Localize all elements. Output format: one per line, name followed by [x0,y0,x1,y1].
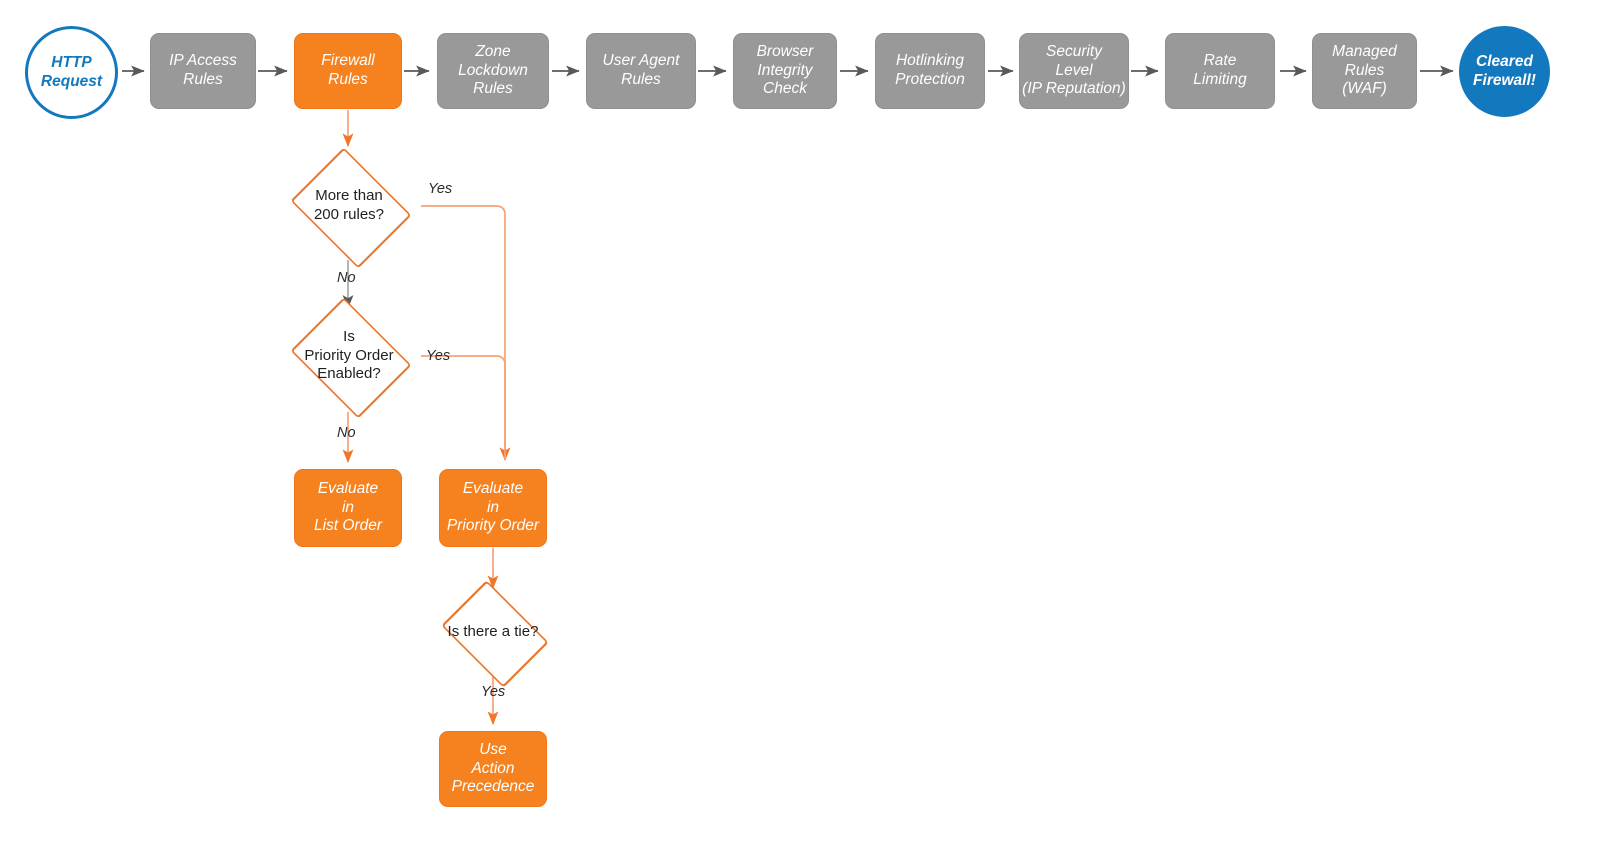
node-use-action-precedence[interactable]: Use Action Precedence [439,731,547,807]
node-evaluate-in-priority-order[interactable]: Evaluate in Priority Order [439,469,547,547]
node-is-there-a-tie-label: Is there a tie? [447,622,539,640]
node-ip-access-rules[interactable]: IP Access Rules [150,33,256,109]
edge-label-no-priority-order: No [337,425,356,441]
node-use-action-precedence-label: Use Action Precedence [451,740,535,796]
node-ip-access-rules-label: IP Access Rules [169,52,237,88]
node-is-there-a-tie[interactable]: Is there a tie? [427,580,559,688]
node-managed-rules-waf-label: Managed Rules (WAF) [1332,42,1397,98]
edge-label-no-more-than-200: No [337,270,356,286]
node-zone-lockdown-rules-label: Zone Lockdown Rules [458,42,528,98]
node-cleared-firewall-label: Cleared Firewall! [1473,52,1536,89]
edge-decision200-yes [421,205,511,462]
node-firewall-rules[interactable]: Firewall Rules [294,33,402,109]
node-security-level-label: Security Level (IP Reputation) [1022,42,1126,98]
node-hotlinking-protection[interactable]: Hotlinking Protection [875,33,985,109]
node-rate-limiting-label: Rate Limiting [1193,52,1247,88]
node-evaluate-in-priority-order-label: Evaluate in Priority Order [446,479,540,535]
edge-label-yes-tie: Yes [481,684,505,700]
edge-priorityorder-yes [421,355,506,460]
edge-label-text: Yes [481,684,506,700]
node-is-priority-order-enabled-label: Is Priority Order Enabled? [304,327,394,383]
node-zone-lockdown-rules[interactable]: Zone Lockdown Rules [437,33,549,109]
node-rate-limiting[interactable]: Rate Limiting [1165,33,1275,109]
edge-label-text: Yes [428,181,453,197]
edge-label-yes-more-than-200: Yes [428,181,452,197]
node-firewall-rules-label: Firewall Rules [321,52,375,88]
node-browser-integrity-check[interactable]: Browser Integrity Check [733,33,837,109]
node-evaluate-in-list-order-label: Evaluate in List Order [313,479,383,535]
edge-label-text: No [337,270,356,286]
node-managed-rules-waf[interactable]: Managed Rules (WAF) [1312,33,1417,109]
node-browser-integrity-check-label: Browser Integrity Check [756,42,814,98]
edge-label-text: Yes [426,348,451,364]
node-http-request[interactable]: HTTP Request [25,26,118,119]
node-user-agent-rules-label: User Agent Rules [602,52,680,88]
node-evaluate-in-list-order[interactable]: Evaluate in List Order [294,469,402,547]
node-hotlinking-protection-label: Hotlinking Protection [895,52,965,88]
node-http-request-label: HTTP Request [40,53,103,90]
node-cleared-firewall[interactable]: Cleared Firewall! [1459,26,1550,117]
edge-label-yes-priority-order: Yes [426,348,450,364]
node-is-priority-order-enabled[interactable]: Is Priority Order Enabled? [277,297,421,419]
node-security-level[interactable]: Security Level (IP Reputation) [1019,33,1129,109]
edge-label-text: No [337,425,356,441]
node-more-than-200-rules-label: More than 200 rules? [313,187,385,223]
node-user-agent-rules[interactable]: User Agent Rules [586,33,696,109]
node-more-than-200-rules[interactable]: More than 200 rules? [277,147,421,269]
